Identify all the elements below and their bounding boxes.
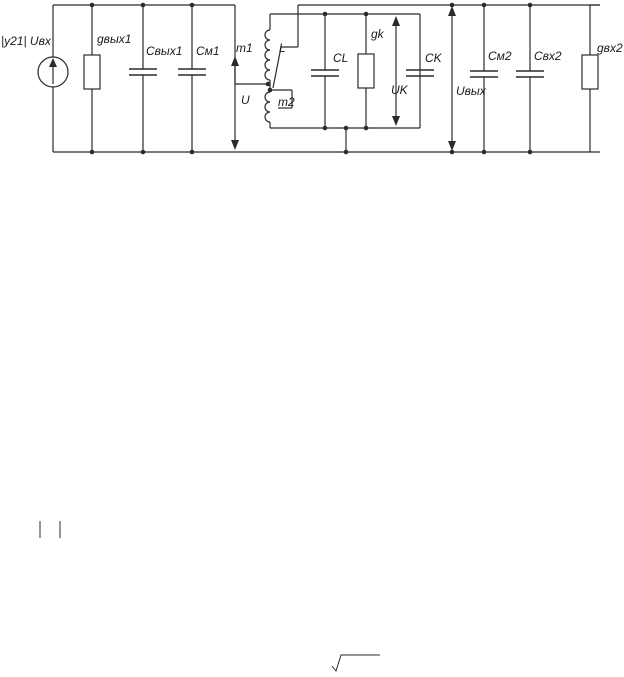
voltage-arrow-uk <box>392 16 400 126</box>
label-c-m2: Cм2 <box>488 49 512 63</box>
resistor-g-out1 <box>83 5 101 152</box>
capacitor-c-in2 <box>516 5 544 152</box>
label-g-out1: gвых1 <box>97 32 131 46</box>
label-u-k: UK <box>391 83 409 97</box>
resistor-g-in2 <box>581 4 600 152</box>
label-g-in2: gвх2 <box>597 41 623 55</box>
inductor-l <box>264 13 420 129</box>
formula-fragment-abs-bars <box>39 521 61 538</box>
formula-fragment-sqrt <box>331 654 380 673</box>
label-c-l: CL <box>333 51 348 65</box>
label-g-k: gk <box>371 27 385 41</box>
label-m2: m2 <box>278 95 295 109</box>
voltage-arrow-u <box>231 56 239 150</box>
junction-dots <box>89 2 533 155</box>
tap-diagonal <box>272 46 282 89</box>
voltage-arrow-u-out <box>448 6 456 151</box>
label-m1: m1 <box>236 41 253 55</box>
label-source: |y21| Uвх <box>1 34 52 48</box>
label-c-in2: Cвх2 <box>534 49 562 63</box>
capacitor-c-m1 <box>178 5 206 152</box>
label-u: U <box>241 93 250 107</box>
resistor-g-k <box>357 14 375 128</box>
label-c-out1: Cвых1 <box>146 44 182 58</box>
capacitor-c-out1 <box>129 5 157 152</box>
capacitor-c-m2 <box>470 5 498 152</box>
capacitor-c-k <box>406 69 434 77</box>
capacitor-c-l <box>311 14 339 128</box>
label-c-m1: Cм1 <box>196 44 220 58</box>
label-u-out: Uвых <box>456 84 487 98</box>
current-source <box>37 5 69 152</box>
label-c-k: CK <box>425 51 443 65</box>
label-l: L <box>279 41 286 55</box>
